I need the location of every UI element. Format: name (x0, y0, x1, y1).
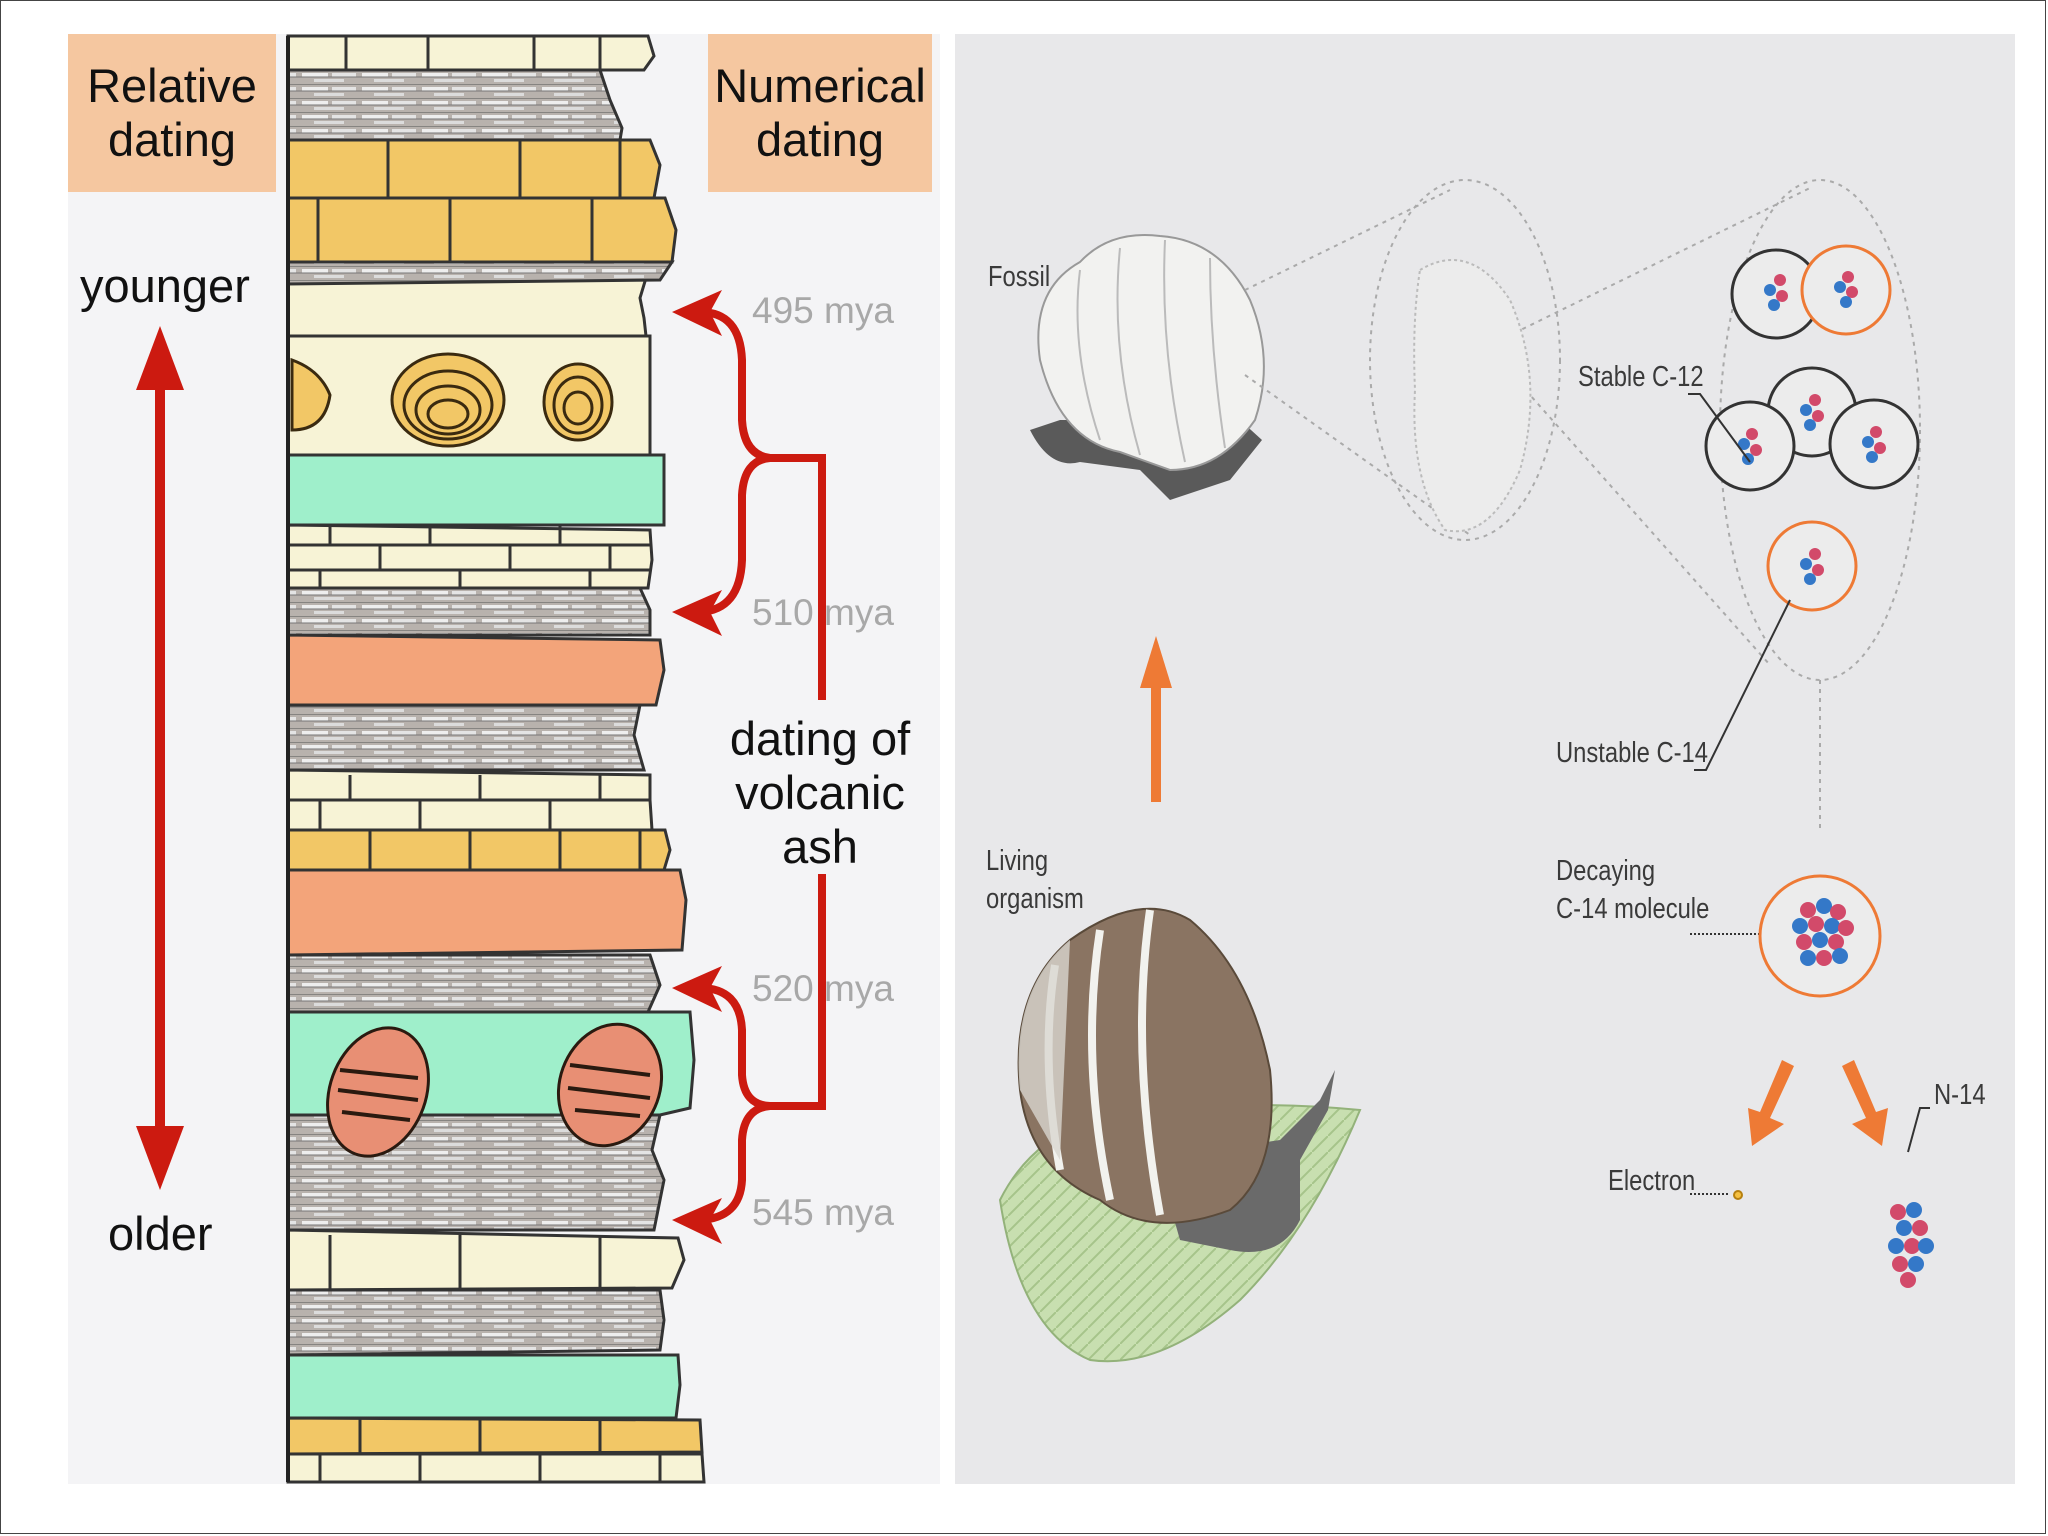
electron-particle (1733, 1190, 1743, 1200)
ghost-shell (1413, 259, 1532, 533)
ash-line1: dating of (729, 712, 911, 765)
electron-label: Electron (1608, 1165, 1696, 1197)
volcanic-ash-label: dating of volcanic ash (700, 712, 940, 874)
living-line1: Living (986, 845, 1049, 877)
age-label-545: 545 mya (752, 1192, 894, 1233)
carbon-atoms (1704, 244, 1920, 612)
fossilization-arrow (1140, 636, 1172, 802)
trilobite-fossils (326, 1022, 664, 1158)
decaying-c14-label: Decaying C-14 molecule (1556, 852, 1709, 928)
unstable-c14-label: Unstable C-14 (1556, 737, 1709, 769)
living-snail (998, 907, 1362, 1363)
decaying-line2: C-14 molecule (1556, 893, 1710, 925)
n14-label: N-14 (1934, 1079, 1986, 1111)
decaying-line1: Decaying (1556, 855, 1656, 887)
fossil-label: Fossil (988, 261, 1051, 293)
age-label-520: 520 mya (752, 968, 894, 1009)
relative-header-line2: dating (107, 113, 237, 166)
shell-fossils (290, 352, 614, 448)
younger-older-arrow (136, 326, 184, 1190)
age-label-495: 495 mya (752, 290, 894, 331)
living-line2: organism (986, 883, 1084, 915)
relative-dating-header: Relative dating (68, 34, 276, 192)
younger-label: younger (80, 259, 250, 312)
age-label-510: 510 mya (752, 592, 894, 633)
age-bracket-arrows (699, 308, 826, 1224)
leader-lines (1688, 393, 1930, 1195)
stable-c12-label: Stable C-12 (1578, 361, 1704, 393)
living-organism-label: Living organism (986, 842, 1084, 918)
age-arrowheads (672, 290, 722, 1244)
numerical-header-line2: dating (755, 113, 885, 166)
ash-line2: volcanic ash (735, 766, 905, 873)
older-label: older (108, 1207, 213, 1260)
rock-column (286, 34, 706, 1484)
relative-header-line1: Relative (87, 59, 257, 112)
fossil-shell (1030, 234, 1265, 500)
numerical-header-line1: Numerical (714, 59, 926, 112)
decay-arrows (1748, 1060, 1888, 1146)
numerical-dating-header: Numerical dating (708, 34, 932, 192)
decaying-c14-atom (1758, 874, 1882, 998)
zoom-lines (1244, 179, 1921, 830)
n14-atom (1888, 1202, 1934, 1288)
